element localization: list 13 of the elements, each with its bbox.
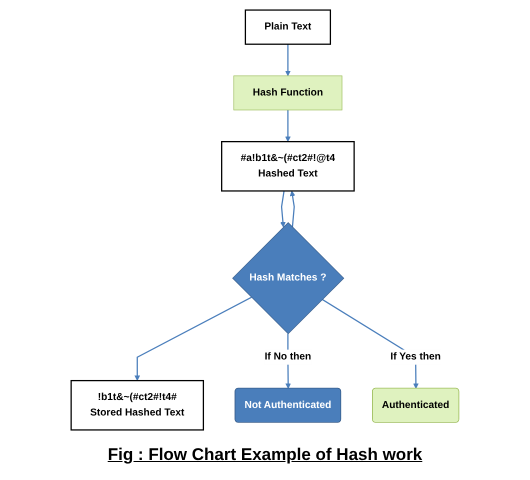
edge-label: If Yes then xyxy=(390,352,441,362)
arrow xyxy=(280,190,286,228)
node-box: Plain Text xyxy=(244,9,332,45)
node-diamond: Hash Matches ? xyxy=(232,222,344,334)
node-box: !b1t&~(#ct2#!t4# Stored Hashed Text xyxy=(70,380,204,431)
arrow xyxy=(290,190,296,228)
arrow xyxy=(285,110,291,142)
figure-caption: Fig : Flow Chart Example of Hash work xyxy=(106,445,424,465)
node-box: Hash Function xyxy=(233,76,342,110)
node-box: #a!b1t&~(#ct2#!@t4 Hashed Text xyxy=(221,141,355,192)
arrow xyxy=(285,44,291,76)
edge-label: If No then xyxy=(264,352,312,362)
arrow xyxy=(134,296,252,381)
